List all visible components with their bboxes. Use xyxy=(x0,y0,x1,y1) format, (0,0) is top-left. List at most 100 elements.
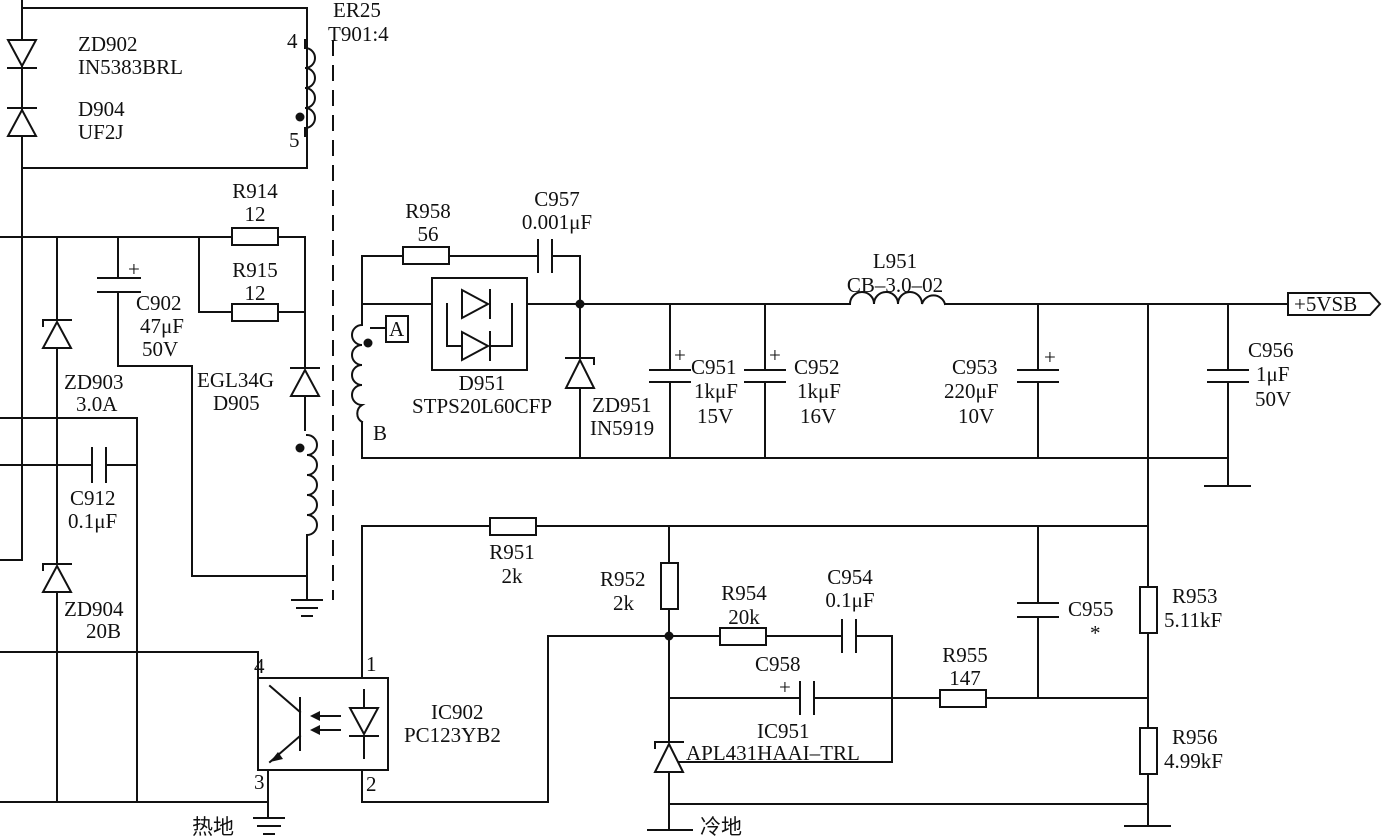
c955-value-label: * xyxy=(1090,621,1101,645)
zd902-symbol xyxy=(6,39,38,69)
c952-voltage-label: 16V xyxy=(800,404,836,428)
r915-ref-label: R915 xyxy=(232,258,278,282)
c912-symbol xyxy=(91,447,107,483)
c912-value-label: 0.1μF xyxy=(68,509,117,533)
c952-symbol xyxy=(744,369,786,383)
r955-symbol xyxy=(939,689,987,708)
transformer-pin4-label: 4 xyxy=(287,29,298,53)
c958-symbol xyxy=(799,681,815,715)
c912-ref-label: C912 xyxy=(70,486,116,510)
c953-symbol xyxy=(1017,369,1059,383)
zd903-ref-label: ZD903 xyxy=(64,370,124,394)
zd951-part-label: IN5919 xyxy=(590,416,654,440)
ic902-ref-label: IC902 xyxy=(431,700,484,724)
c953-value-label: 220μF xyxy=(944,379,998,403)
zd903-symbol xyxy=(41,319,73,349)
c956-symbol xyxy=(1207,369,1249,383)
zd904-ref-label: ZD904 xyxy=(64,597,124,621)
r955-ref-label: R955 xyxy=(942,643,988,667)
c956-voltage-label: 50V xyxy=(1255,387,1291,411)
hot-ground-symbol xyxy=(253,817,285,835)
d904-ref-label: D904 xyxy=(78,97,125,121)
r956-ref-label: R956 xyxy=(1172,725,1218,749)
zd951-ref-label: ZD951 xyxy=(592,393,652,417)
ic902-pin4-label: 4 xyxy=(254,654,265,678)
r952-symbol xyxy=(660,562,679,610)
c951-plus-sign: + xyxy=(674,343,686,367)
d905-part-label: EGL34G xyxy=(197,368,274,392)
ic951-part-label: APL431HAAI–TRL xyxy=(686,741,860,765)
ic902-symbol xyxy=(257,677,389,771)
r953-value-label: 5.11kF xyxy=(1164,608,1222,632)
c952-ref-label: C952 xyxy=(794,355,840,379)
r955-value-label: 147 xyxy=(949,666,981,690)
c902-symbol xyxy=(97,277,141,293)
zd904-symbol xyxy=(41,563,73,593)
r954-symbol xyxy=(719,627,767,646)
c902-ref-label: C902 xyxy=(136,291,182,315)
d951-part-label: STPS20L60CFP xyxy=(412,394,552,418)
r956-symbol xyxy=(1139,727,1158,775)
c951-symbol xyxy=(649,369,691,383)
winding-a-label: A xyxy=(389,317,405,341)
r915-symbol xyxy=(231,303,279,322)
d904-part-label: UF2J xyxy=(78,120,124,144)
terminal-a-box xyxy=(385,315,409,343)
c952-value-label: 1kμF xyxy=(797,379,841,403)
c958-plus-sign: + xyxy=(779,675,791,699)
winding-b-label: B xyxy=(373,421,387,445)
zd902-part-label: IN5383BRL xyxy=(78,55,183,79)
ic951-symbol xyxy=(653,741,685,773)
c951-ref-label: C951 xyxy=(691,355,737,379)
r956-value-label: 4.99kF xyxy=(1164,749,1223,773)
primary-wires xyxy=(0,0,308,819)
r951-symbol xyxy=(489,517,537,536)
c955-symbol xyxy=(1017,602,1059,618)
r951-value-label: 2k xyxy=(502,564,524,588)
ic951-ref-label: IC951 xyxy=(757,719,810,743)
junction-dots xyxy=(575,299,674,641)
c957-symbol xyxy=(537,239,553,273)
r958-ref-label: R958 xyxy=(405,199,451,223)
polarity-dot xyxy=(363,338,373,348)
transformer-aux-winding xyxy=(295,433,318,537)
r954-value-label: 20k xyxy=(728,605,760,629)
l951-value-label: CB–3.0–02 xyxy=(847,273,943,297)
r914-ref-label: R914 xyxy=(232,179,278,203)
r958-value-label: 56 xyxy=(418,222,439,246)
zd951-symbol xyxy=(564,357,596,389)
output-label: +5VSB xyxy=(1294,292,1357,316)
c956-ref-label: C956 xyxy=(1248,338,1294,362)
c953-plus-sign: + xyxy=(1044,345,1056,369)
c953-voltage-label: 10V xyxy=(958,404,994,428)
r953-ref-label: R953 xyxy=(1172,584,1218,608)
ic902-part-label: PC123YB2 xyxy=(404,723,501,747)
r954-ref-label: R954 xyxy=(721,581,767,605)
l951-symbol xyxy=(848,291,947,306)
ground-symbol xyxy=(291,599,323,617)
c902-plus-sign: + xyxy=(128,257,140,281)
r951-ref-label: R951 xyxy=(489,540,535,564)
c954-symbol xyxy=(841,619,857,653)
transformer-core-label: ER25 xyxy=(333,0,381,22)
c957-value-label: 0.001μF xyxy=(522,210,592,234)
d905-symbol xyxy=(289,367,321,397)
c958-ref-label: C958 xyxy=(755,652,801,676)
c952-plus-sign: + xyxy=(769,343,781,367)
output-terminal xyxy=(1287,292,1382,316)
r914-value-label: 12 xyxy=(245,202,266,226)
r953-symbol xyxy=(1139,586,1158,634)
ic902-pin3-label: 3 xyxy=(254,770,265,794)
r958-symbol xyxy=(402,246,450,265)
zd904-value-label: 20B xyxy=(86,619,121,643)
r952-ref-label: R952 xyxy=(600,567,646,591)
r952-value-label: 2k xyxy=(613,591,635,615)
ic902-pin2-label: 2 xyxy=(366,772,377,796)
ic902-pin1-label: 1 xyxy=(366,652,377,676)
r914-symbol xyxy=(231,227,279,246)
d951-ref-label: D951 xyxy=(459,371,506,395)
polarity-dot xyxy=(295,112,305,122)
c954-value-label: 0.1μF xyxy=(825,588,874,612)
l951-ref-label: L951 xyxy=(873,249,917,273)
d951-symbol xyxy=(431,277,528,371)
